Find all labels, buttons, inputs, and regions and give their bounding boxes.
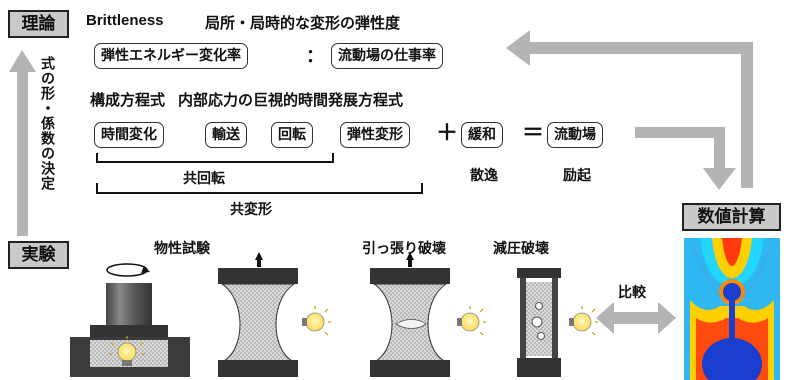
elastic-energy-rate-box: 弾性エネルギー変化率: [94, 43, 248, 69]
constitutive-equation-description: 内部応力の巨視的時間発展方程式: [178, 91, 404, 109]
flow-work-rate-box: 流動場の仕事率: [331, 43, 443, 69]
theory-label: 理論: [8, 10, 69, 38]
simulation-image: [684, 238, 780, 380]
codeformation-label: 共変形: [230, 202, 272, 218]
plus-sign: ＋: [436, 121, 459, 146]
excitation-label: 励起: [563, 168, 591, 184]
side-vertical-text: 式の形・係数の決定: [39, 56, 55, 191]
decompression-apparatus: [517, 268, 598, 377]
return-arrow: [506, 30, 753, 188]
numerical-calc-label: 数値計算: [682, 203, 781, 231]
term-relaxation: 緩和: [461, 122, 503, 148]
colon-sign: ：: [306, 46, 324, 67]
comparison-label: 比較: [618, 285, 646, 301]
property-test-label: 物性試験: [154, 241, 210, 257]
property-test-apparatus: [70, 263, 190, 377]
brittleness-description: 局所・局時的な変形の弾性度: [205, 14, 401, 32]
corotation-label: 共回転: [183, 171, 225, 187]
experiment-label: 実験: [8, 241, 69, 269]
term-transport: 輸送: [205, 122, 247, 148]
brittleness-title: Brittleness: [86, 12, 164, 29]
left-up-arrow: [9, 50, 36, 236]
term-elastic-deformation: 弾性変形: [340, 122, 410, 148]
term-time-change: 時間変化: [94, 122, 164, 148]
bracket-corotation: [96, 153, 334, 163]
tensile-apparatus: [370, 252, 486, 377]
flow-to-calc-arrow: [635, 127, 736, 190]
tensile-fracture-label: 引っ張り破壊: [362, 241, 446, 257]
specimen-apparatus-2: [218, 252, 331, 377]
equals-sign: ＝: [522, 121, 545, 146]
dissipation-label: 散逸: [470, 168, 498, 184]
decompression-fracture-label: 減圧破壊: [493, 241, 549, 257]
constitutive-equation-title: 構成方程式: [90, 91, 166, 109]
term-rotation: 回転: [271, 122, 313, 148]
bracket-codeformation: [96, 183, 423, 194]
comparison-double-arrow: [596, 302, 676, 334]
term-flow-field: 流動場: [547, 122, 603, 148]
